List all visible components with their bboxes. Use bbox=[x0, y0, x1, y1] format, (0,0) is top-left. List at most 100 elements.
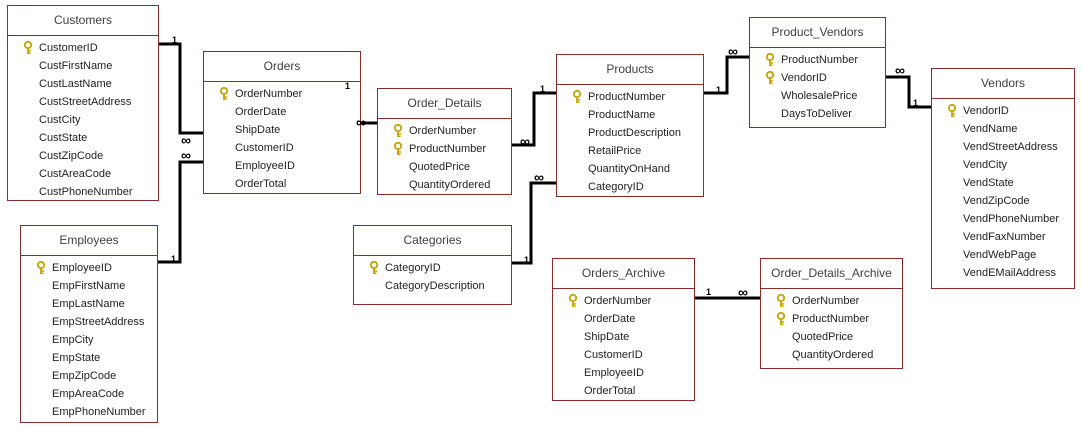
field-item[interactable]: CustAreaCode bbox=[8, 165, 158, 183]
primary-key-field[interactable]: ProductNumber bbox=[750, 51, 885, 69]
primary-key-field[interactable]: OrderNumber bbox=[378, 122, 511, 140]
field-item[interactable]: CustCity bbox=[8, 111, 158, 129]
field-item[interactable]: EmployeeID bbox=[204, 157, 360, 175]
field-item[interactable]: CustZipCode bbox=[8, 147, 158, 165]
field-item[interactable]: QuantityOrdered bbox=[761, 346, 902, 364]
field-name: VendWebPage bbox=[963, 249, 1037, 261]
table-title[interactable]: Orders bbox=[204, 52, 360, 82]
field-item[interactable]: EmpState bbox=[21, 349, 157, 367]
field-item[interactable]: QuotedPrice bbox=[761, 328, 902, 346]
field-item[interactable]: CategoryDescription bbox=[354, 277, 511, 295]
field-item[interactable]: CategoryID bbox=[557, 178, 703, 196]
relationship-line-employees-to-orders[interactable] bbox=[158, 160, 203, 264]
field-item[interactable]: OrderTotal bbox=[553, 382, 694, 400]
field-item[interactable]: VendFaxNumber bbox=[932, 228, 1074, 246]
field-item[interactable]: QuantityOnHand bbox=[557, 160, 703, 178]
field-item[interactable]: CustPhoneNumber bbox=[8, 183, 158, 201]
field-item[interactable]: EmpLastName bbox=[21, 295, 157, 313]
field-item[interactable]: CustFirstName bbox=[8, 57, 158, 75]
primary-key-field[interactable]: OrderNumber bbox=[553, 292, 694, 310]
table-title[interactable]: Orders_Archive bbox=[553, 259, 694, 289]
field-item[interactable]: VendStreetAddress bbox=[932, 138, 1074, 156]
field-name: CustomerID bbox=[235, 142, 294, 154]
field-item[interactable]: EmpZipCode bbox=[21, 367, 157, 385]
field-item[interactable]: EmpStreetAddress bbox=[21, 313, 157, 331]
field-item[interactable]: OrderDate bbox=[553, 310, 694, 328]
field-item[interactable]: DaysToDeliver bbox=[750, 105, 885, 123]
field-item[interactable]: ProductDescription bbox=[557, 124, 703, 142]
field-item[interactable]: RetailPrice bbox=[557, 142, 703, 160]
table-title[interactable]: Products bbox=[557, 55, 703, 85]
field-item[interactable]: OrderDate bbox=[204, 103, 360, 121]
relationship-line-products-to-order-details[interactable] bbox=[512, 91, 556, 147]
field-name: ProductNumber bbox=[588, 91, 666, 103]
primary-key-icon bbox=[765, 70, 775, 85]
primary-key-field[interactable]: ProductNumber bbox=[761, 310, 902, 328]
field-item[interactable]: CustomerID bbox=[553, 346, 694, 364]
table-title[interactable]: Employees bbox=[21, 226, 157, 256]
relationship-line-customers-to-orders[interactable] bbox=[159, 42, 203, 135]
relationship-line-products-to-product-vendors[interactable] bbox=[704, 55, 749, 95]
primary-key-field[interactable]: ProductNumber bbox=[557, 88, 703, 106]
field-item[interactable]: CustomerID bbox=[204, 139, 360, 157]
field-item[interactable]: VendPhoneNumber bbox=[932, 210, 1074, 228]
field-item[interactable]: WholesalePrice bbox=[750, 87, 885, 105]
field-item[interactable]: EmpPhoneNumber bbox=[21, 403, 157, 421]
table-title[interactable]: Vendors bbox=[932, 69, 1074, 99]
field-item[interactable]: CustState bbox=[8, 129, 158, 147]
field-item[interactable]: QuantityOrdered bbox=[378, 176, 511, 194]
primary-key-field[interactable]: VendorID bbox=[750, 69, 885, 87]
field-item[interactable]: VendState bbox=[932, 174, 1074, 192]
table-title[interactable]: Customers bbox=[8, 6, 158, 36]
field-name: ProductNumber bbox=[792, 313, 870, 325]
field-item[interactable]: CustStreetAddress bbox=[8, 93, 158, 111]
field-item[interactable]: VendWebPage bbox=[932, 246, 1074, 264]
field-item[interactable]: EmpAreaCode bbox=[21, 385, 157, 403]
primary-key-field[interactable]: ProductNumber bbox=[378, 140, 511, 158]
table-title[interactable]: Categories bbox=[354, 226, 511, 256]
field-item[interactable]: ProductName bbox=[557, 106, 703, 124]
primary-key-field[interactable]: OrderNumber bbox=[204, 85, 360, 103]
field-name: OrderNumber bbox=[584, 295, 652, 307]
primary-key-field[interactable]: OrderNumber bbox=[761, 292, 902, 310]
field-item[interactable]: EmpCity bbox=[21, 331, 157, 349]
table-title[interactable]: Order_Details_Archive bbox=[761, 259, 902, 289]
field-item[interactable]: CustLastName bbox=[8, 75, 158, 93]
one-side-label: 1 bbox=[172, 35, 178, 45]
field-item[interactable]: ShipDate bbox=[553, 328, 694, 346]
field-item[interactable]: ShipDate bbox=[204, 121, 360, 139]
field-item[interactable]: VendEMailAddress bbox=[932, 264, 1074, 282]
field-item[interactable]: VendZipCode bbox=[932, 192, 1074, 210]
field-item[interactable]: VendName bbox=[932, 120, 1074, 138]
field-item[interactable]: OrderTotal bbox=[204, 175, 360, 193]
primary-key-icon bbox=[572, 89, 582, 104]
many-side-label: ∞ bbox=[520, 133, 530, 149]
primary-key-field[interactable]: EmployeeID bbox=[21, 259, 157, 277]
relationship-line-categories-to-products[interactable] bbox=[512, 181, 556, 265]
field-name: ShipDate bbox=[235, 124, 281, 136]
field-name: EmpState bbox=[52, 352, 101, 364]
table-title[interactable]: Product_Vendors bbox=[750, 18, 885, 48]
field-item[interactable]: VendCity bbox=[932, 156, 1074, 174]
field-item[interactable]: QuotedPrice bbox=[378, 158, 511, 176]
table-title[interactable]: Order_Details bbox=[378, 89, 511, 119]
field-item[interactable]: EmpFirstName bbox=[21, 277, 157, 295]
primary-key-field[interactable]: VendorID bbox=[932, 102, 1074, 120]
relationship-line-vendors-to-product-vendors[interactable] bbox=[886, 75, 931, 109]
field-item[interactable]: EmployeeID bbox=[553, 364, 694, 382]
primary-key-field[interactable]: CategoryID bbox=[354, 259, 511, 277]
primary-key-field[interactable]: CustomerID bbox=[8, 39, 158, 57]
